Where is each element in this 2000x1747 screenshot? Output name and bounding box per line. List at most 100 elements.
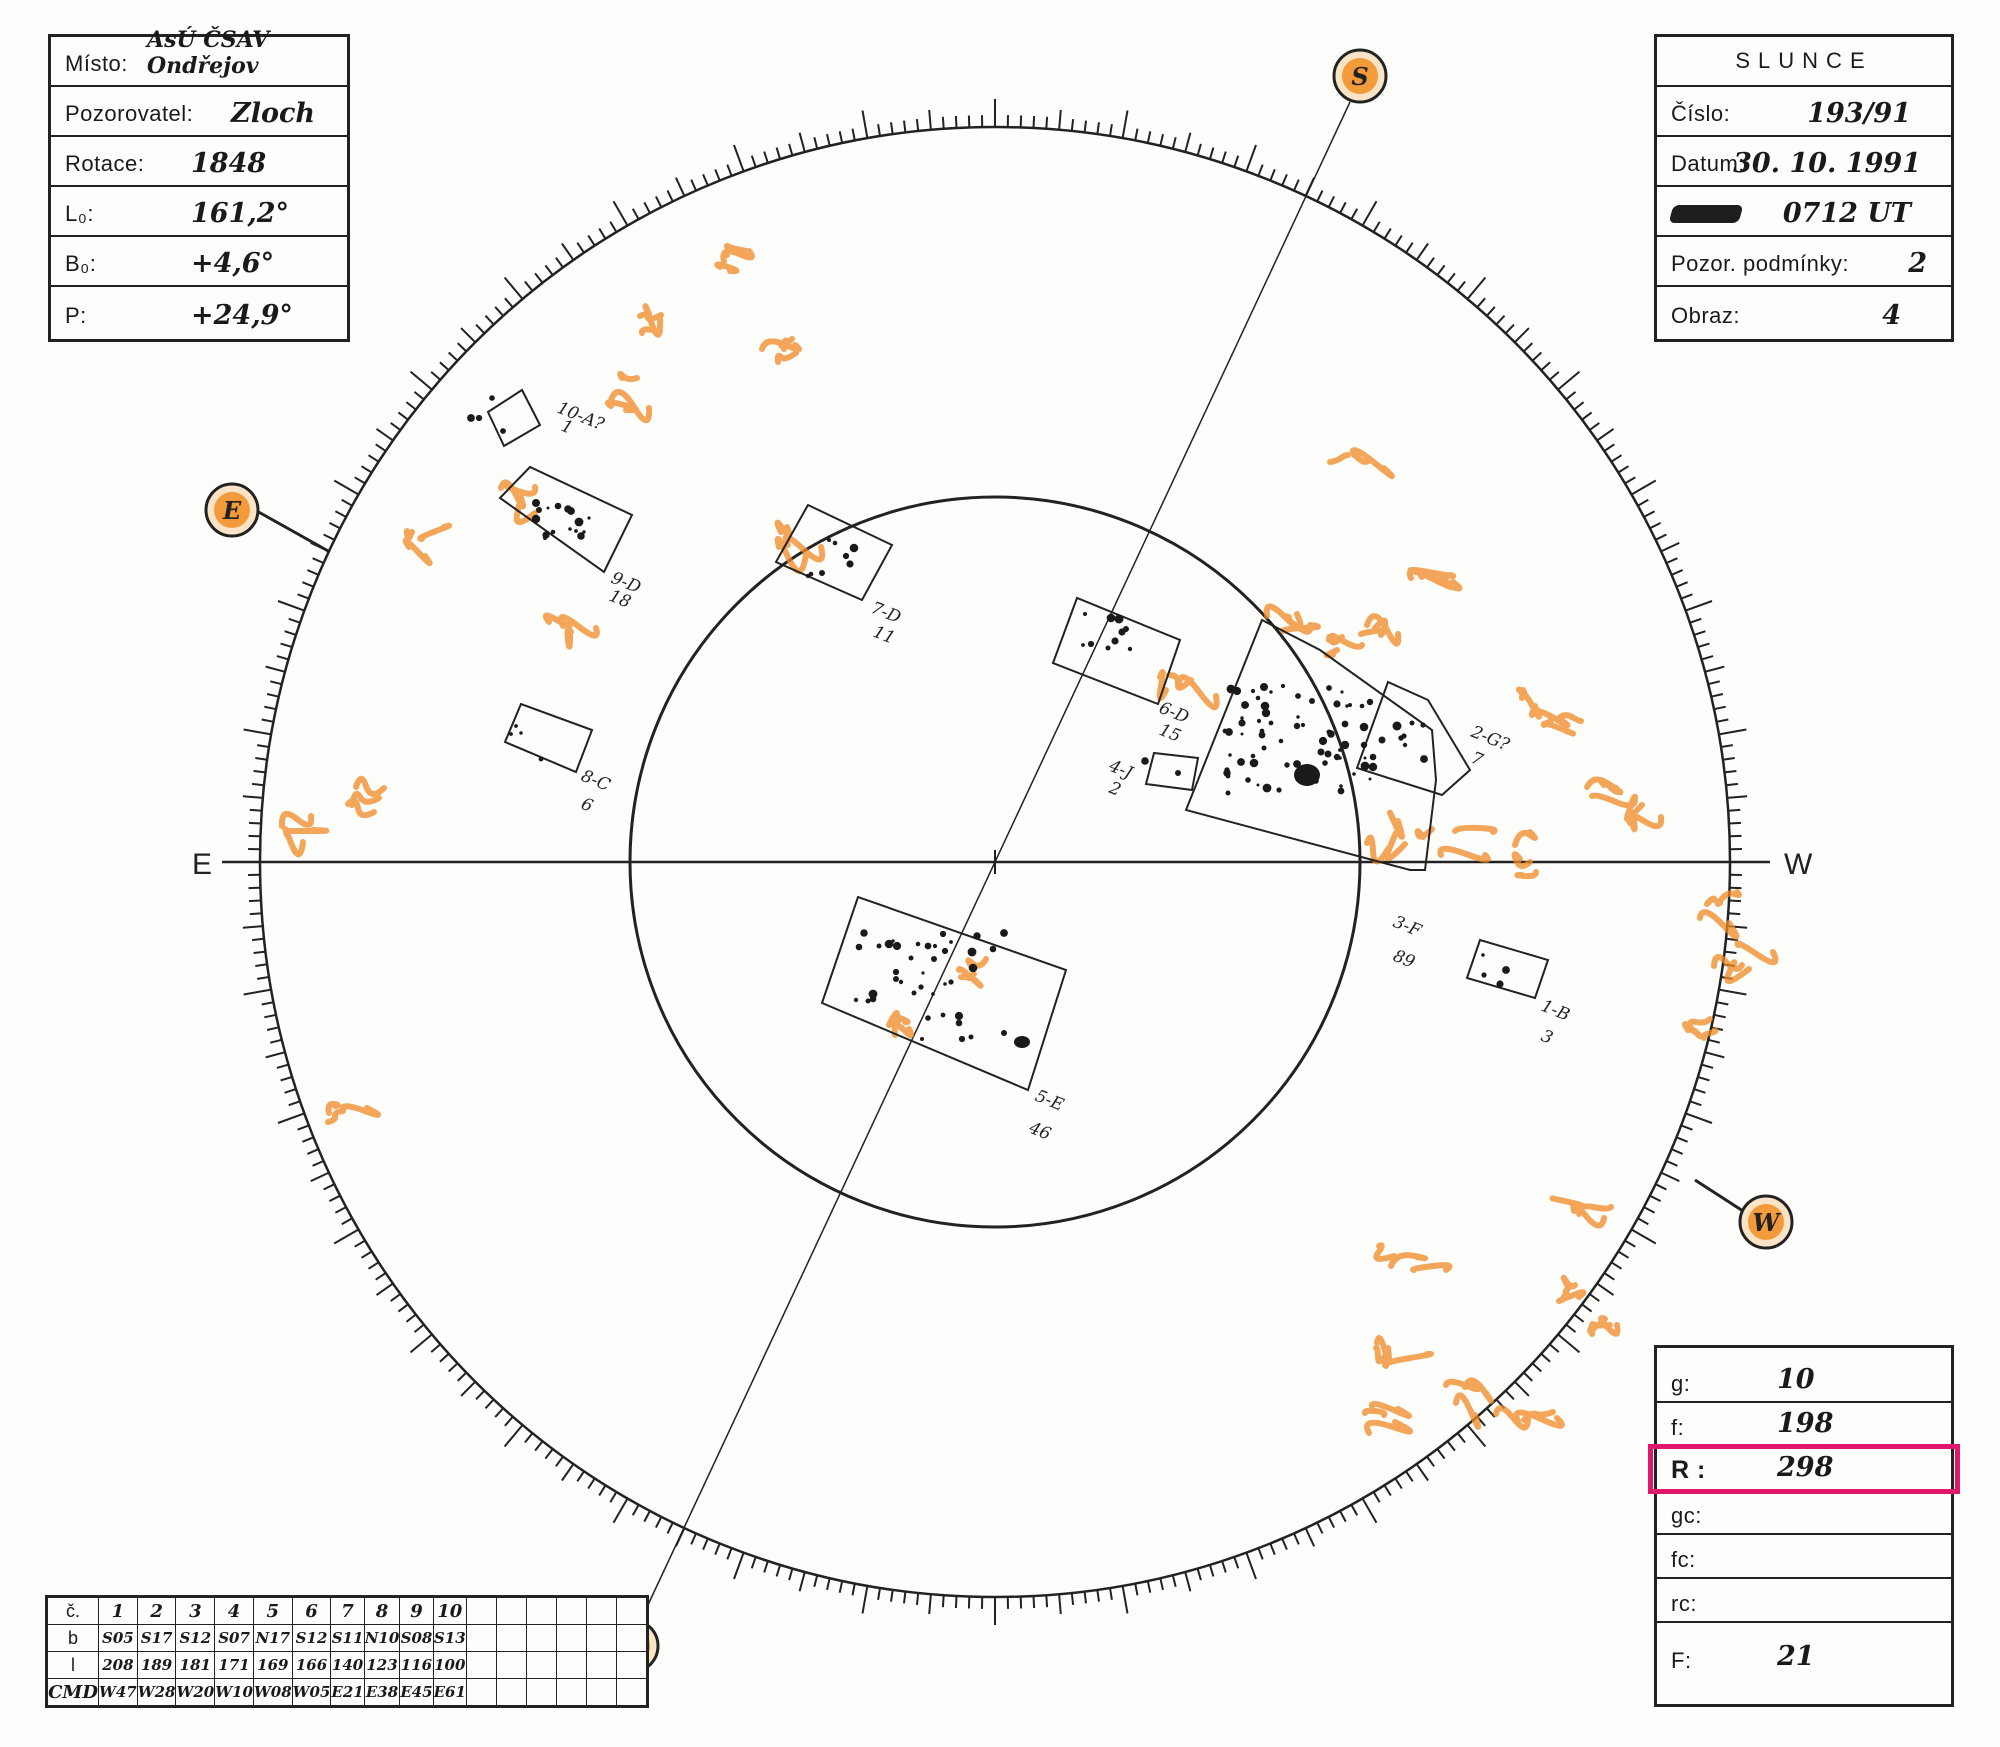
degree-tick [1624, 476, 1636, 485]
degree-tick [1045, 116, 1049, 129]
rotace-label: Rotace: [65, 151, 145, 176]
sunspot-dot [531, 514, 541, 524]
facula-stroke [1443, 1378, 1482, 1393]
degree-tick [813, 136, 819, 150]
sun-info-box: SLUNCE Číslo:193/91 Datum:30. 10. 1991 0… [1654, 34, 1954, 342]
sunspot-dot [1402, 742, 1408, 748]
sunspot-dot [536, 507, 542, 513]
degree-tick [323, 533, 335, 541]
sunspot-dot [1409, 720, 1415, 726]
pole-s-label: S [1351, 62, 1368, 91]
degree-tick [334, 510, 347, 518]
degree-tick [284, 1088, 297, 1094]
degree-tick [276, 1063, 289, 1069]
sunspot-dot [1250, 688, 1256, 694]
degree-tick [302, 581, 314, 588]
sunspot-dot [509, 732, 513, 736]
degree-tick [323, 1183, 335, 1191]
time-value: 0712 UT [1782, 198, 1911, 229]
degree-tick [1350, 1504, 1359, 1516]
degree-tick [702, 1538, 709, 1550]
sunspot-dot [1249, 758, 1259, 768]
sunspot-dot [932, 943, 938, 949]
facula-stroke [1388, 1252, 1428, 1269]
sunspot-dot [958, 1035, 966, 1043]
degree-tick [1436, 264, 1446, 276]
degree-tick [1540, 1353, 1551, 1363]
facula-stroke [1512, 829, 1538, 848]
degree-tick [561, 1463, 575, 1482]
facula-stroke [774, 519, 793, 539]
longitude-cell: 208 [98, 1651, 138, 1679]
sunspot-dot [955, 1019, 963, 1027]
degree-tick [1257, 1547, 1264, 1560]
degree-tick [1339, 201, 1347, 214]
group-count: 1 [558, 416, 576, 439]
facula-stroke [1515, 686, 1528, 697]
sunspot-dot [892, 941, 902, 951]
degree-tick [484, 315, 495, 326]
degree-tick [1316, 190, 1324, 202]
degree-tick [1573, 401, 1585, 411]
sunspot-dot [941, 947, 949, 955]
facula-stroke [1626, 812, 1665, 830]
sunspot-dot [1237, 758, 1245, 766]
sunspot-dot [1360, 741, 1368, 749]
sunspot-dot [1261, 745, 1267, 751]
degree-tick [861, 110, 869, 139]
sunspot-dot [1392, 721, 1402, 731]
facula-stroke [759, 338, 802, 353]
sunspot-dot [574, 529, 578, 533]
degree-tick [1722, 757, 1735, 761]
facula-stroke [1382, 1350, 1434, 1369]
cmd-cell: W10 [214, 1678, 254, 1707]
degree-tick [941, 116, 945, 129]
sunspot-dot [940, 1012, 946, 1018]
degree-tick [405, 401, 417, 411]
sunspot-dot [808, 571, 814, 577]
sunspot-dot [1496, 980, 1504, 988]
sunspot-dot [1420, 755, 1428, 763]
degree-tick [890, 122, 894, 135]
sunspot-dot [1326, 729, 1332, 735]
sunspot-dot [918, 984, 924, 990]
facula-stroke [1327, 452, 1351, 465]
sunspot-dot [1175, 770, 1181, 776]
degree-tick [1208, 147, 1215, 160]
degree-tick [333, 1228, 359, 1245]
degree-tick [253, 770, 266, 774]
degree-tick [1617, 465, 1630, 474]
facula-stroke [349, 790, 382, 808]
degree-tick [1610, 454, 1623, 463]
sunspot-dot [1269, 690, 1273, 694]
latitude-cell: S12 [291, 1624, 332, 1652]
degree-tick [1666, 1160, 1678, 1167]
degree-tick [954, 115, 958, 129]
facula-stroke [1374, 1335, 1392, 1364]
sunspot-dot [842, 552, 850, 560]
b0-label: B₀: [65, 251, 97, 276]
gc-label: gc: [1671, 1503, 1702, 1528]
facula-stroke [1166, 672, 1194, 691]
number-cell: 3 [175, 1596, 216, 1625]
number-cell: 6 [291, 1596, 332, 1625]
facula-stroke [1176, 674, 1220, 711]
degree-tick [1109, 1587, 1113, 1600]
degree-tick [915, 1592, 920, 1606]
facula-stroke [1373, 1242, 1397, 1262]
degree-tick [354, 1239, 366, 1248]
l0-label: L₀: [65, 201, 94, 226]
degree-tick [666, 1522, 674, 1534]
group-label: 7-D [868, 598, 904, 628]
b0-value: +4,6° [191, 248, 275, 279]
sunspot-dot [475, 414, 483, 422]
facula-stroke [1584, 776, 1621, 795]
cmd-cell: E45 [399, 1678, 434, 1707]
number-cell: 10 [432, 1596, 467, 1625]
degree-tick [1631, 479, 1657, 496]
sunspot-dot [898, 979, 904, 985]
degree-tick [1513, 1380, 1530, 1397]
degree-tick [877, 124, 881, 137]
facula-stroke [774, 350, 799, 365]
degree-tick [269, 1038, 283, 1044]
